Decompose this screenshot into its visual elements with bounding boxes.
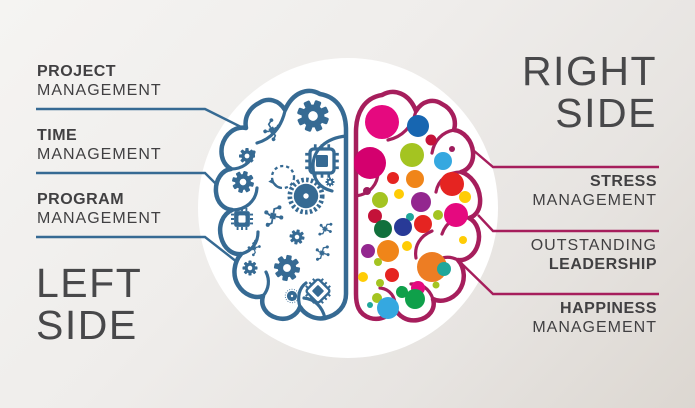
left-side-title-line2: SIDE — [36, 302, 138, 348]
label-line-regular: MANAGEMENT — [532, 192, 657, 209]
dot — [437, 262, 451, 276]
dot — [417, 252, 447, 282]
label-program-management: PROGRAM MANAGEMENT — [37, 190, 162, 228]
label-line-bold: PROGRAM — [37, 191, 125, 208]
dot — [367, 302, 373, 308]
label-line-bold: STRESS — [589, 173, 657, 190]
dot — [459, 236, 467, 244]
connector-leadership — [477, 214, 659, 233]
chip-icon — [303, 142, 341, 180]
connector-stress — [465, 143, 659, 169]
dot — [394, 189, 404, 199]
dot — [425, 134, 437, 146]
creativity-dots — [354, 105, 471, 319]
label-time-management: TIME MANAGEMENT — [37, 126, 162, 164]
dot — [444, 203, 468, 227]
right-side-title: RIGHT SIDE — [522, 50, 657, 134]
label-happiness-management: HAPPINESS MANAGEMENT — [532, 299, 657, 337]
label-line-bold: LEADERSHIP — [548, 256, 657, 273]
dot — [440, 172, 464, 196]
label-line-regular: MANAGEMENT — [37, 82, 162, 99]
dot — [434, 152, 452, 170]
dot — [406, 213, 414, 221]
dot — [377, 297, 399, 319]
dot — [432, 281, 440, 289]
dot — [394, 218, 412, 236]
dot — [414, 215, 432, 233]
dot — [377, 240, 399, 262]
dot — [402, 241, 412, 251]
dot — [372, 293, 382, 303]
label-outstanding-leadership: OUTSTANDING LEADERSHIP — [531, 236, 657, 274]
label-line-bold: TIME — [37, 127, 78, 144]
connector-program — [36, 235, 238, 263]
left-brain-hemisphere — [213, 88, 349, 321]
dot — [449, 146, 455, 152]
dot — [407, 115, 429, 137]
dot — [376, 279, 384, 287]
dot — [385, 268, 399, 282]
dot — [363, 187, 371, 195]
dot — [365, 105, 399, 139]
dot — [374, 258, 382, 266]
dot — [372, 192, 388, 208]
right-side-title-line2: SIDE — [555, 90, 657, 136]
dot — [433, 210, 443, 220]
label-line-regular: MANAGEMENT — [37, 146, 162, 163]
dot — [358, 272, 368, 282]
dot — [406, 170, 424, 188]
label-stress-management: STRESS MANAGEMENT — [532, 172, 657, 210]
gear-icon — [325, 177, 335, 187]
label-line-regular: MANAGEMENT — [37, 210, 162, 227]
dot — [354, 147, 386, 179]
dot — [400, 143, 424, 167]
dot — [411, 192, 431, 212]
dot — [387, 172, 399, 184]
dot — [374, 220, 392, 238]
dot — [459, 191, 471, 203]
dot — [405, 289, 425, 309]
label-line-bold: PROJECT — [37, 63, 117, 80]
label-project-management: PROJECT MANAGEMENT — [37, 62, 162, 100]
dot — [368, 209, 382, 223]
left-side-title-line1: LEFT — [36, 260, 143, 306]
dot — [361, 244, 375, 258]
label-line-regular: OUTSTANDING — [530, 237, 657, 254]
dot — [396, 286, 408, 298]
connector-happiness — [459, 261, 659, 296]
left-side-title: LEFT SIDE — [36, 262, 142, 346]
gear-icon — [239, 148, 255, 164]
label-line-regular: MANAGEMENT — [532, 319, 657, 336]
right-side-title-line1: RIGHT — [521, 48, 657, 94]
connector-project — [36, 107, 246, 131]
label-line-bold: HAPPINESS — [560, 300, 657, 317]
right-brain-hemisphere — [353, 89, 483, 323]
gear-icon — [242, 260, 258, 276]
